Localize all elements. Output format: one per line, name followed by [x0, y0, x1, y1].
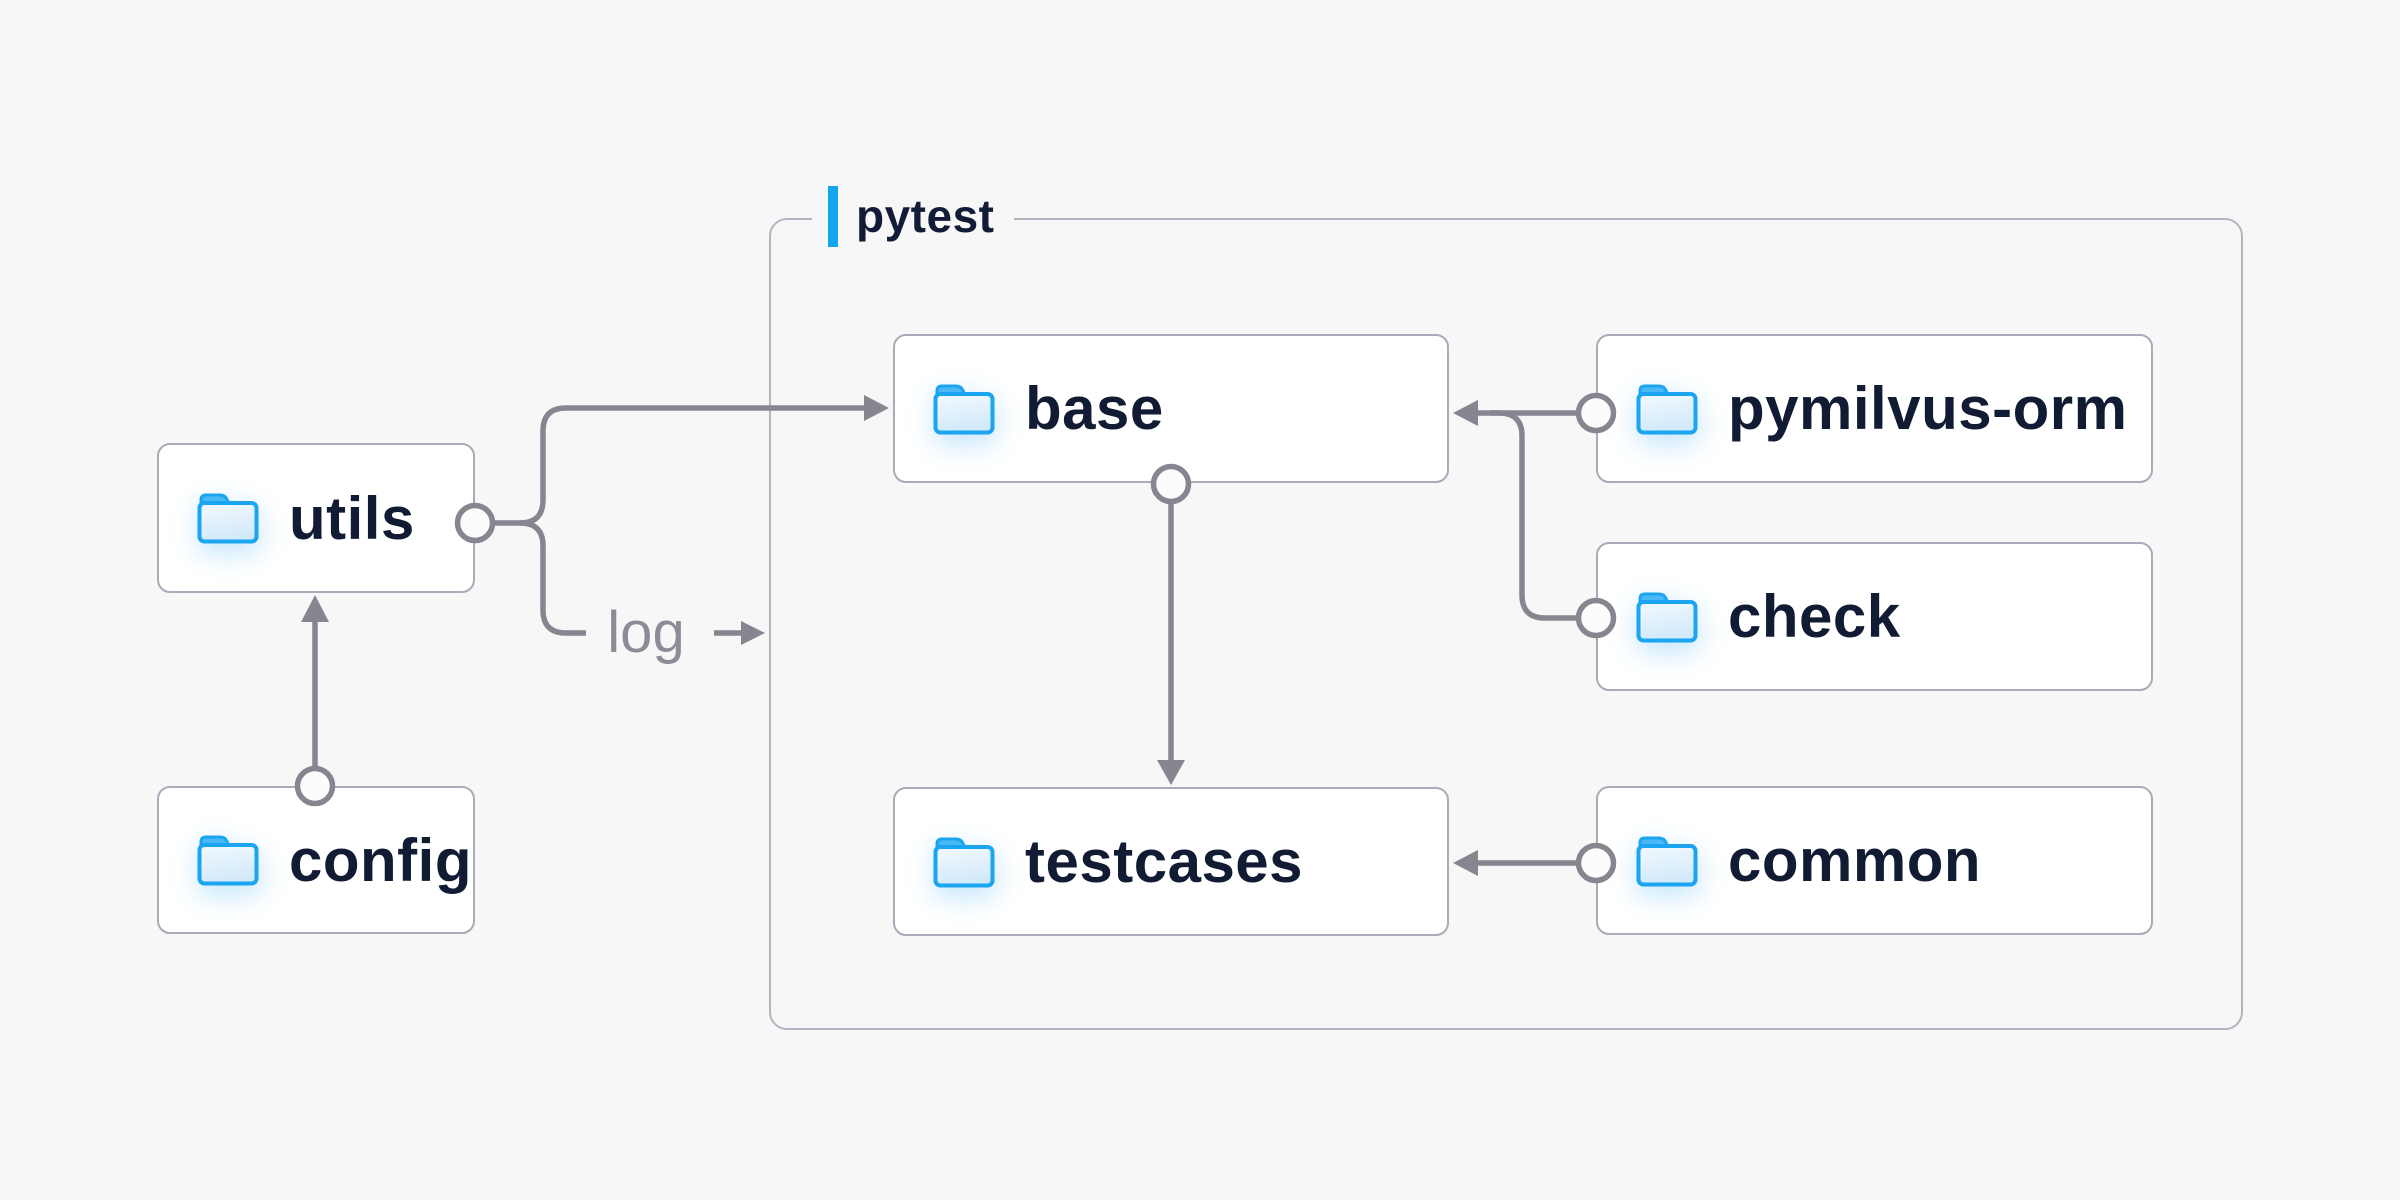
node-pymilvus-orm: pymilvus-orm [1596, 334, 2153, 483]
node-utils: utils [157, 443, 475, 593]
pytest-group-title: pytest [856, 190, 995, 242]
arrowhead-up-icon [301, 595, 329, 622]
node-testcases: testcases [893, 787, 1449, 936]
folder-icon [931, 834, 997, 890]
node-label: base [1025, 375, 1164, 442]
edge-utils-log [519, 520, 586, 636]
node-check: check [1596, 542, 2153, 691]
node-common: common [1596, 786, 2153, 935]
folder-icon [1634, 381, 1700, 437]
node-label: testcases [1025, 828, 1304, 895]
arrowhead-right-small-icon [741, 621, 765, 645]
folder-icon [931, 381, 997, 437]
node-label: check [1728, 583, 1901, 650]
folder-icon [195, 490, 261, 546]
node-label: utils [289, 484, 415, 552]
pytest-group-border [769, 218, 2243, 1030]
accent-bar-icon [828, 185, 838, 247]
node-config: config [157, 786, 475, 934]
node-label: common [1728, 827, 1982, 894]
folder-icon [195, 832, 261, 888]
node-label: config [289, 826, 472, 894]
node-base: base [893, 334, 1449, 483]
edge-label-log: log [607, 600, 685, 665]
pytest-group-label: pytest [812, 184, 1015, 248]
node-label: pymilvus-orm [1728, 375, 2128, 442]
folder-icon [1634, 833, 1700, 889]
folder-icon [1634, 589, 1700, 645]
